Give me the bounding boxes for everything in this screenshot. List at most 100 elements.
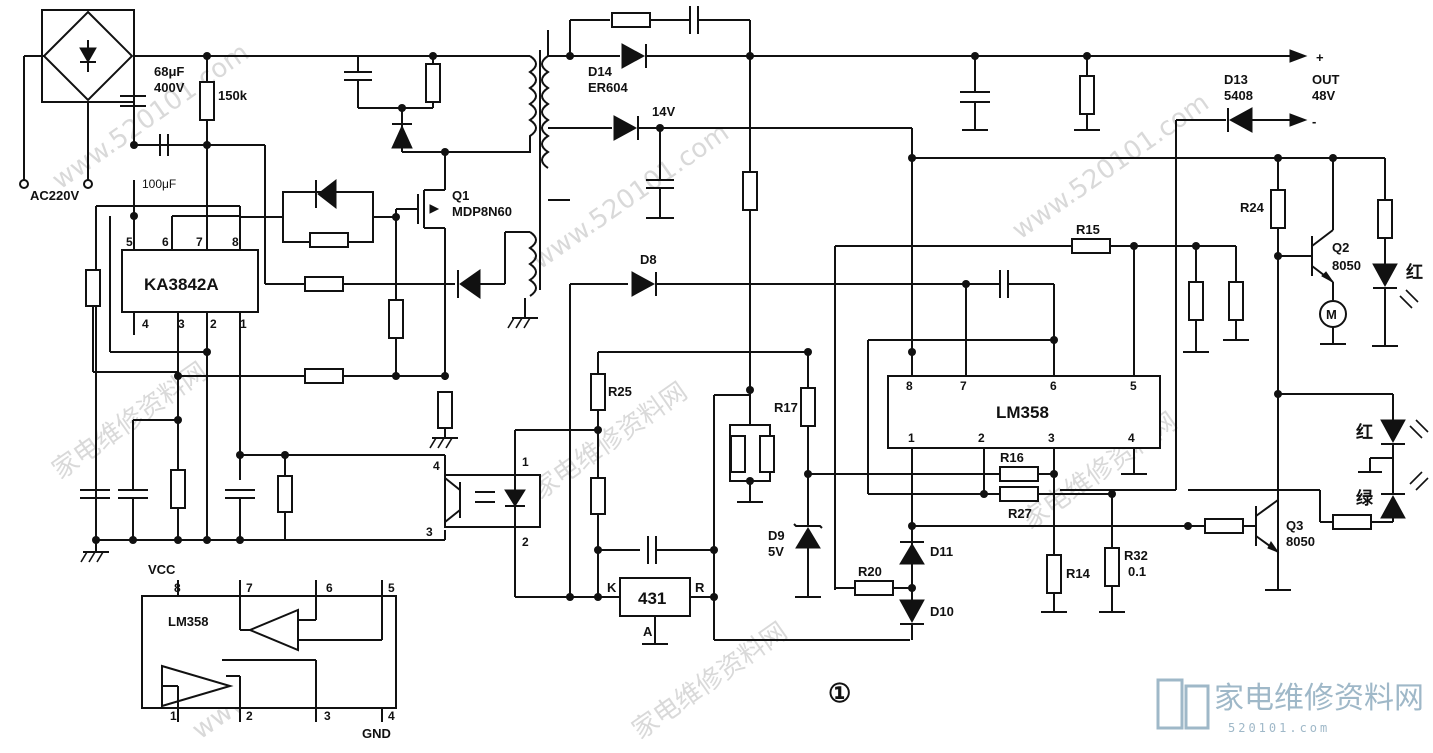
d14-label: D14 [588,64,613,79]
lm358-inset [141,580,397,722]
r15-label: R15 [1076,222,1100,237]
ic1-pin: 4 [142,317,149,331]
out-minus-label: - [1312,114,1316,129]
cap-100-label: 100μF [142,177,176,191]
ic1-pin: 5 [126,235,133,249]
d8-label: D8 [640,252,657,267]
out-label: OUT [1312,72,1340,87]
optocoupler [444,429,598,597]
svg-text:www.520101.com: www.520101.com [527,118,735,276]
inset-pin: 7 [246,581,253,595]
timing-network [80,368,458,563]
figure-number: ① [828,678,851,708]
inset-pin: 2 [246,709,253,723]
r32-v-label: 0.1 [1128,564,1146,579]
ic1-pin: 2 [210,317,217,331]
r32-label: R32 [1124,548,1148,563]
ic1-pin: 3 [178,317,185,331]
opto-pin: 1 [522,455,529,469]
bridge-rectifier [19,9,135,189]
ac-input-label: AC220V [30,188,79,203]
green-led-label: 绿 [1356,488,1374,508]
out-voltage-label: 48V [1312,88,1335,103]
q1-part-label: MDP8N60 [452,204,512,219]
tl431-network [515,351,910,645]
logo-url: 520101.com [1228,721,1330,735]
snubber-network [344,52,449,156]
ic2-pin: 7 [960,379,967,393]
r20-label: R20 [858,564,882,579]
opto-pin: 4 [433,459,440,473]
inset-ic-label: LM358 [168,614,208,629]
gate-network [240,178,404,376]
q1-mosfet [396,152,446,380]
ic1-pin: 6 [162,235,169,249]
secondary-output [548,6,1308,394]
ic2-pin: 5 [1130,379,1137,393]
hv-rail [120,52,530,250]
logo-text: 家电维修资料网 [1214,681,1424,716]
inset-vcc-label: VCC [148,562,176,577]
d13-label: D13 [1224,72,1248,87]
tl431-label: 431 [638,589,666,608]
d11-label: D11 [930,544,953,559]
ic2-pin: 8 [906,379,913,393]
ic2-pin: 6 [1050,379,1057,393]
q2-part-label: 8050 [1332,258,1361,273]
q3-indicator [1184,390,1429,591]
v14-label: 14V [652,104,675,119]
cap-68-label: 68μF [154,64,184,79]
ic1-pin: 1 [240,317,247,331]
inset-pin: 3 [324,709,331,723]
inset-pin: 4 [388,709,395,723]
inset-pin: 1 [170,709,177,723]
ic1-label: KA3842A [144,275,219,294]
r16-label: R16 [1000,450,1024,465]
inset-pin: 5 [388,581,395,595]
q2-label: Q2 [1332,240,1349,255]
out-plus-label: + [1316,50,1324,65]
r16-r27 [999,466,1125,613]
red-led-1-label: 红 [1406,262,1423,282]
q3-part-label: 8050 [1286,534,1315,549]
tl431-a-label: A [643,624,653,639]
ic2-pin: 1 [908,431,915,445]
site-logo: 家电维修资料网 520101.com [1156,678,1424,735]
lm358-ic [867,339,1161,555]
transformer [445,30,612,329]
d14-part-label: ER604 [588,80,629,95]
d8-branch [569,270,1058,597]
feedback-network [834,238,1249,590]
ic1-pin: 7 [196,235,203,249]
r25-label: R25 [608,384,632,399]
d9-label: D9 [768,528,785,543]
r17-label: R17 [774,400,798,415]
d10-label: D10 [930,604,954,619]
tl431-r-label: R [695,580,705,595]
opto-pin: 2 [522,535,529,549]
tl431-k-label: K [607,580,617,595]
r27-label: R27 [1008,506,1032,521]
svg-text:www.520101.com: www.520101.com [1007,88,1215,246]
ic2-pin: 2 [978,431,985,445]
opto-pin: 3 [426,525,433,539]
r17-d9 [793,348,1040,598]
d10-d11 [835,522,1188,640]
ic2-pin: 4 [1128,431,1135,445]
d9-v-label: 5V [768,544,784,559]
ic2-label: LM358 [996,403,1049,422]
ic2-pin: 3 [1048,431,1055,445]
ic1-pin: 8 [232,235,239,249]
motor-label: M [1326,307,1337,322]
inset-pin: 8 [174,581,181,595]
inset-pin: 6 [326,581,333,595]
r24-label: R24 [1240,200,1265,215]
r14-label: R14 [1066,566,1091,581]
cap-400v-label: 400V [154,80,185,95]
res-150k-label: 150k [218,88,248,103]
q1-label: Q1 [452,188,469,203]
q3-label: Q3 [1286,518,1303,533]
d13-part-label: 5408 [1224,88,1253,103]
